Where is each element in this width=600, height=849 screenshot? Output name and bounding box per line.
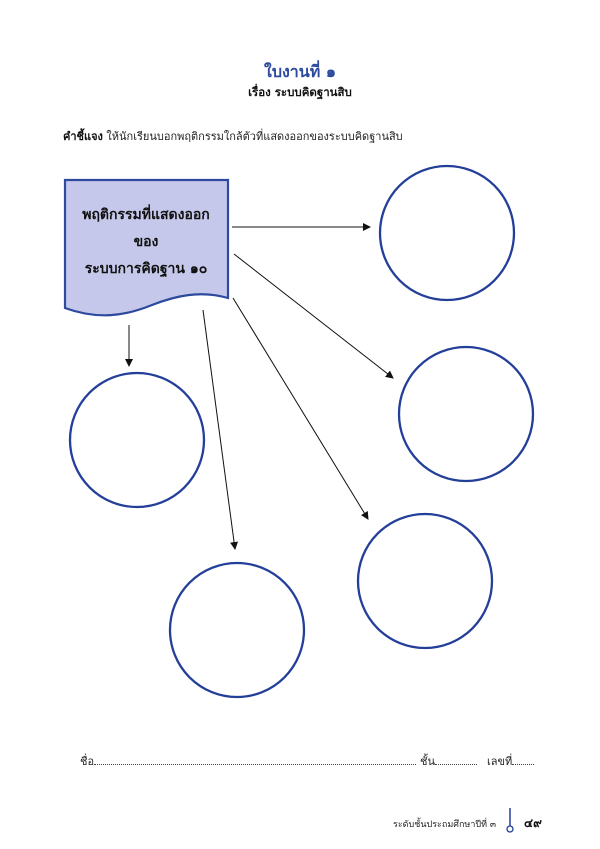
page-number: ๔๙ — [524, 816, 542, 830]
grade-level: ระดับชั้นประถมศึกษาปีที่ ๓ — [393, 820, 497, 830]
instruction-text: ให้นักเรียนบอกพฤติกรรมใกล้ตัวที่แสดงออกข… — [102, 130, 403, 143]
name-label: ชื่อ — [80, 755, 95, 768]
arrow-diagonal-upper — [233, 253, 394, 379]
instruction-label: คำชี้แจง — [63, 130, 103, 143]
worksheet-title: ใบงานที่ ๑ — [264, 62, 336, 81]
arrow-diagonal-lower — [232, 297, 369, 520]
answer-circle — [397, 345, 535, 483]
number-label: เลขที่ — [487, 755, 513, 768]
name-field: ชื่อ — [80, 752, 417, 770]
answer-circle — [378, 164, 516, 302]
answer-circle — [356, 512, 494, 650]
class-label: ชั้น — [420, 755, 435, 768]
name-blank[interactable] — [94, 752, 417, 765]
arrow-down-center — [202, 309, 239, 550]
box-line: พฤติกรรมที่แสดงออก — [82, 207, 210, 223]
instruction: คำชี้แจง ให้นักเรียนบอกพฤติกรรมใกล้ตัวที… — [63, 127, 563, 145]
box-line: ของ — [133, 234, 159, 250]
answer-circle — [68, 371, 206, 509]
class-field: ชั้น — [420, 752, 477, 770]
number-blank[interactable] — [512, 752, 535, 765]
footer-divider-dot — [506, 825, 514, 833]
behavior-box-text: พฤติกรรมที่แสดงออก ของ ระบบการคิดฐาน ๑๐ — [66, 202, 226, 283]
worksheet-subtitle: เรื่อง ระบบคิดฐานสิบ — [248, 85, 352, 99]
number-field: เลขที่ — [487, 752, 535, 770]
class-blank[interactable] — [435, 752, 477, 765]
answer-circle — [168, 561, 306, 699]
box-line: ระบบการคิดฐาน ๑๐ — [84, 261, 208, 277]
behavior-box — [63, 178, 230, 317]
